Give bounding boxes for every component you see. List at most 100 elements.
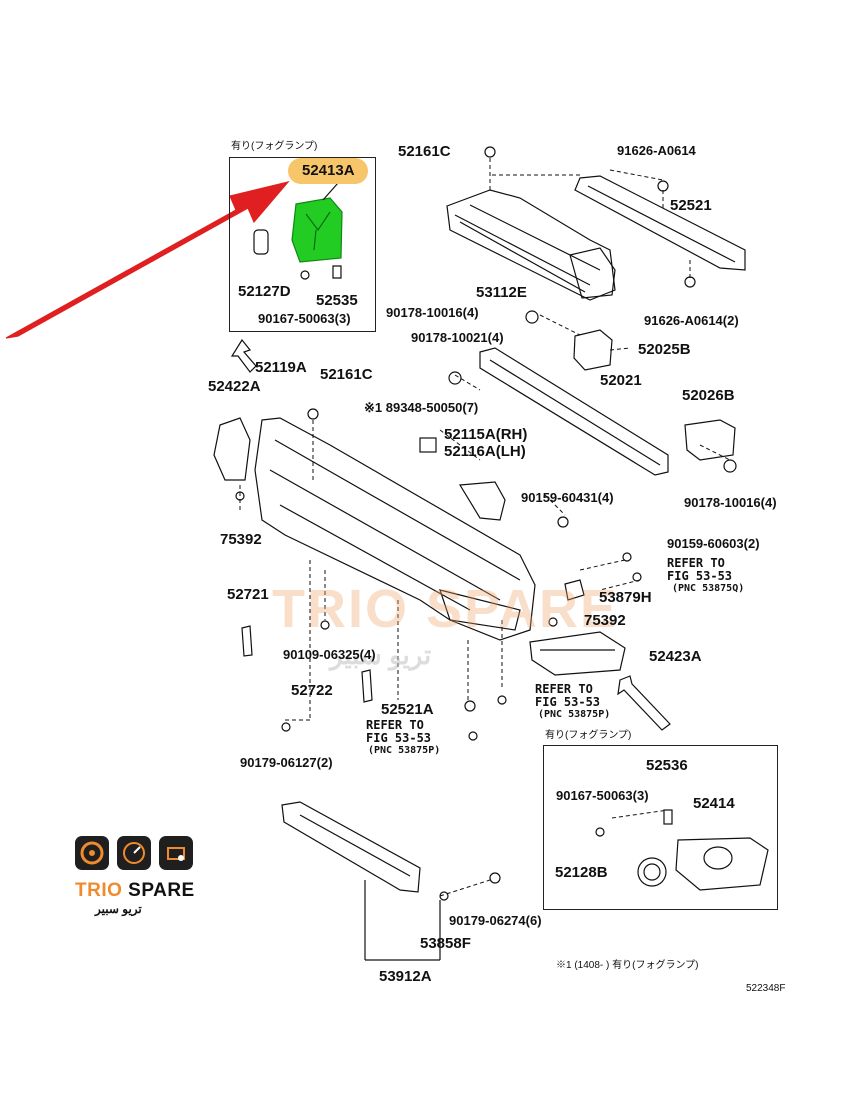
part-52119A-bumper-cover xyxy=(254,417,536,641)
part-52025B-bracket xyxy=(573,329,613,371)
part-52026B-bracket xyxy=(684,419,736,461)
outline-arrow-upper xyxy=(230,338,257,373)
logo-gauge-icon xyxy=(117,836,151,870)
label-90167-a: 90167-50063(3) xyxy=(258,311,351,326)
part-52127D-clip xyxy=(253,229,269,255)
label-90178-10016-b: 90178-10016(4) xyxy=(684,495,777,510)
bolt-91626-top xyxy=(657,180,669,192)
label-52119A: 52119A xyxy=(255,359,307,376)
label-52161C-mid: 52161C xyxy=(320,366,373,383)
bolt-90159-60603-b xyxy=(632,572,642,582)
bolt-90179-06274 xyxy=(489,872,501,884)
bolt-90159-60431 xyxy=(557,516,569,528)
bolt-52161C-top xyxy=(484,146,496,158)
part-52721-strip xyxy=(241,625,253,657)
label-52026B: 52026B xyxy=(682,387,735,404)
label-53879H: 53879H xyxy=(599,589,652,606)
label-90178-10021: 90178-10021(4) xyxy=(411,330,504,345)
label-90167-b: 90167-50063(3) xyxy=(556,788,649,803)
part-53879H-bracket xyxy=(564,579,585,601)
part-52536-clip xyxy=(663,809,673,825)
bolt-90159-60603-a xyxy=(622,552,632,562)
part-52521-bracket xyxy=(574,175,746,271)
label-ref2-a: REFER TO xyxy=(366,718,424,732)
label-52521: 52521 xyxy=(670,197,712,214)
part-52115A-bracket xyxy=(458,481,506,521)
label-52116A: 52116A(LH) xyxy=(444,443,526,460)
bolt-75392-b xyxy=(548,617,558,627)
label-fog-bottom: 有り(フォグランプ) xyxy=(545,730,632,741)
label-91626-top: 91626-A0614 xyxy=(617,143,696,158)
label-footnote: ※1 (1408- ) 有り(フォグランプ) xyxy=(556,960,699,971)
part-52423A-cover xyxy=(529,631,626,676)
part-52021-reinforcement xyxy=(479,347,669,476)
logo-brand: TRIO SPARE xyxy=(75,880,195,902)
trio-spare-logo: TRIO SPARE تريو سبير xyxy=(75,836,200,916)
label-53112E: 53112E xyxy=(476,284,527,301)
part-52128B-ring-inner xyxy=(643,863,661,881)
nut-52521A xyxy=(464,700,476,712)
part-52722-strip xyxy=(361,669,373,703)
label-ref3-a: REFER TO xyxy=(535,682,593,696)
label-ref1-b: FIG 53-53 xyxy=(667,569,733,583)
bolt-91626-bottom xyxy=(684,276,696,288)
label-52422A: 52422A xyxy=(208,378,261,395)
label-89348: ※1 89348-50050(7) xyxy=(364,400,479,415)
outline-arrow-lower xyxy=(617,675,671,731)
label-90109: 90109-06325(4) xyxy=(283,647,376,662)
label-52021: 52021 xyxy=(600,372,642,389)
label-90159-60603: 90159-60603(2) xyxy=(667,536,760,551)
logo-brand-text: TRIO SPARE xyxy=(75,880,195,901)
label-ref2-c: (PNC 53875P) xyxy=(368,745,441,756)
label-52025B: 52025B xyxy=(638,341,691,358)
nut-90178-10016-a xyxy=(525,310,539,324)
label-52535: 52535 xyxy=(316,292,358,309)
label-90179-06127: 90179-06127(2) xyxy=(240,755,333,770)
logo-engine-icon xyxy=(159,836,193,870)
bolt-90179-06127 xyxy=(281,722,291,732)
bolt-90109 xyxy=(320,620,330,630)
label-fog-top: 有り(フォグランプ) xyxy=(231,141,318,152)
label-52722: 52722 xyxy=(291,682,333,699)
clip-89348 xyxy=(419,437,437,453)
bolt-90167-b xyxy=(595,827,605,837)
part-53912A-spoiler xyxy=(281,801,421,893)
label-ref1-c: (PNC 53875Q) xyxy=(672,583,745,594)
bolt-ref2 xyxy=(468,731,478,741)
bolt-75392-a xyxy=(235,491,245,501)
label-52127D: 52127D xyxy=(238,283,291,300)
highlight-52413A xyxy=(288,158,368,184)
label-52128B: 52128B xyxy=(555,864,608,881)
watermark-text: TRIO SPARE xyxy=(272,579,619,639)
part-52414-bezel xyxy=(675,837,769,891)
label-52536: 52536 xyxy=(646,757,688,774)
label-90179-06274: 90179-06274(6) xyxy=(449,913,542,928)
nut-90178-10016-b xyxy=(723,459,737,473)
label-90178-10016-a: 90178-10016(4) xyxy=(386,305,479,320)
label-52414: 52414 xyxy=(693,795,735,812)
part-52422A-cap xyxy=(213,417,251,481)
label-ref3-c: (PNC 53875P) xyxy=(538,709,611,720)
label-ref2-b: FIG 53-53 xyxy=(366,731,432,745)
label-ref3-b: FIG 53-53 xyxy=(535,695,601,709)
part-52413A-shape xyxy=(291,197,343,263)
label-90159-60431: 90159-60431(4) xyxy=(521,490,614,505)
inset-box-top-left xyxy=(229,157,376,332)
red-pointer-arrow xyxy=(5,180,290,339)
label-75392-a: 75392 xyxy=(220,531,262,548)
label-75392-b: 75392 xyxy=(584,612,626,629)
bolt-52161C-mid xyxy=(307,408,319,420)
label-52521A: 52521A xyxy=(381,701,434,718)
part-52128B-ring-outer xyxy=(637,857,667,887)
clip-53858F xyxy=(439,891,449,901)
label-52115A: 52115A(RH) xyxy=(444,426,528,443)
label-ref1-a: REFER TO xyxy=(667,556,725,570)
label-52721: 52721 xyxy=(227,586,269,603)
inset-box-fog-lamp xyxy=(543,745,778,910)
label-52423A: 52423A xyxy=(649,648,702,665)
nut-90178-10021 xyxy=(448,371,462,385)
logo-speaker-icon xyxy=(75,836,109,870)
part-52535-clip xyxy=(332,265,342,279)
part-90167-bolt-a xyxy=(300,270,310,280)
